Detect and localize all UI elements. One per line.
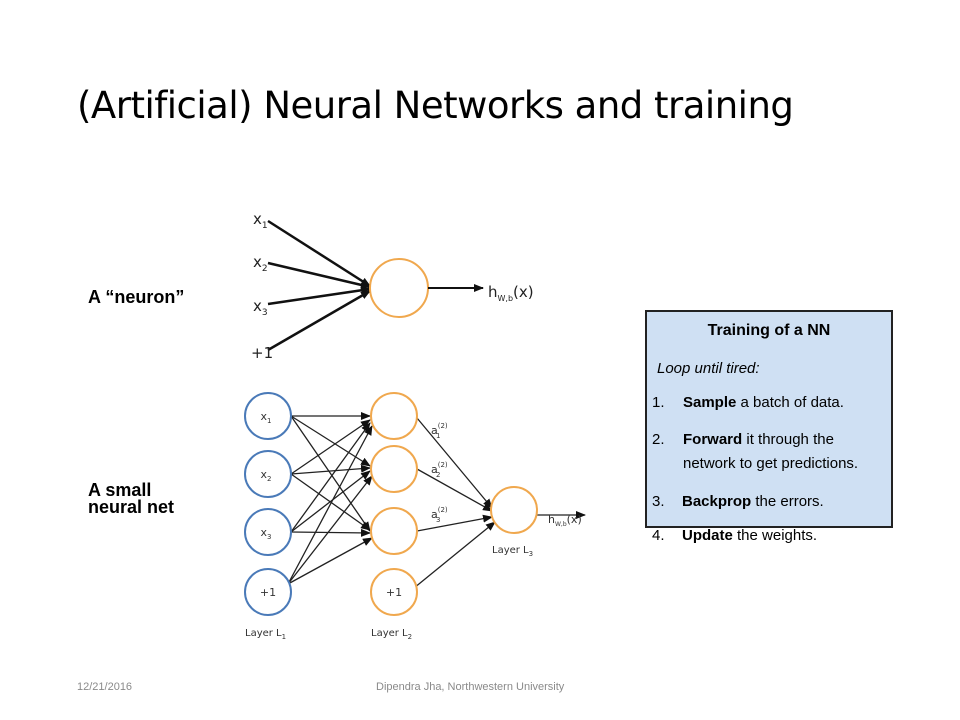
layer2-node-1 [370,392,418,440]
neuron-input-edge-1 [267,219,371,288]
training-box-subtitle: Loop until tired: [657,360,760,377]
neural-net-label: A small neural net [88,480,175,517]
layer1-node-x1 [244,392,292,440]
layer3-node [490,486,538,534]
svg-text:a(2): a(2) [431,422,448,437]
layer-label-3: Layer L3 [492,545,533,558]
neural-net-label-line2: neural net [88,497,175,517]
training-step-3: 3.Backprop the errors. [652,493,824,510]
layer1-node-labels: x1 x2 x3 +1 [260,410,276,599]
layer-label-2: Layer L2 [371,628,412,641]
layer2-node-bias [370,568,418,616]
net-output-label: hW,b(x) [548,513,582,528]
single-neuron: x1 x2 x3 +1 hW,b(x) [251,210,534,362]
neuron-input-labels: x1 x2 x3 +1 [251,210,273,362]
footer-date: 12/21/2016 [77,681,133,693]
svg-text:x3: x3 [261,526,272,541]
layer2-nodes [370,392,418,616]
activation-labels: a(2) 1 a(2) 2 a(2) 3 [431,422,448,524]
layer-labels: Layer L1 Layer L2 Layer L3 [245,545,533,641]
training-box-title: Training of a NN [707,322,831,339]
training-step-2: 2.Forward it through the network to get … [652,431,859,472]
layer1-to-layer2-edges [287,412,373,585]
svg-text:x1: x1 [261,410,272,425]
svg-text:2: 2 [436,471,440,479]
svg-text:x2: x2 [261,468,272,483]
svg-text:3: 3 [436,516,440,524]
layer2-bias-label: +1 [386,586,402,599]
svg-text:a(2): a(2) [431,506,448,521]
layer2-to-layer3-edges [413,417,496,589]
neuron-input-edge-3 [267,286,371,306]
neuron-input-edge-bias [267,289,371,352]
neuron-input-x2: x2 [253,253,268,274]
neuron-node [369,258,429,318]
layer1-node-bias [244,568,292,616]
footer-author: Dipendra Jha, Northwestern University [376,681,565,693]
neuron-input-x1: x1 [253,210,268,231]
training-step-4: 4.Update the weights. [652,527,818,544]
neural-net-label-line1: A small [88,480,152,500]
neuron-input-x3: x3 [253,297,268,318]
slide-title: (Artificial) Neural Networks and trainin… [77,84,794,127]
layer1-nodes [244,392,292,616]
training-box [645,310,893,528]
layer2-node-3 [370,507,418,555]
layer-label-1: Layer L1 [245,628,286,641]
svg-text:a(2): a(2) [431,461,448,476]
layer1-node-x3 [244,508,292,556]
neuron-output-label: hW,b(x) [488,283,534,303]
neuron-input-bias: +1 [251,344,273,362]
neuron-label: A “neuron” [88,287,185,307]
training-step-1: 1.Sample a batch of data. [652,394,844,411]
svg-text:+1: +1 [260,586,276,599]
neuron-input-edge-2 [267,261,371,289]
layer2-node-2 [370,445,418,493]
layer1-node-x2 [244,450,292,498]
small-neural-net: x1 x2 x3 +1 +1 a(2) 1 a(2) 2 a(2) 3 hW,b… [244,392,586,641]
svg-text:1: 1 [436,432,440,440]
